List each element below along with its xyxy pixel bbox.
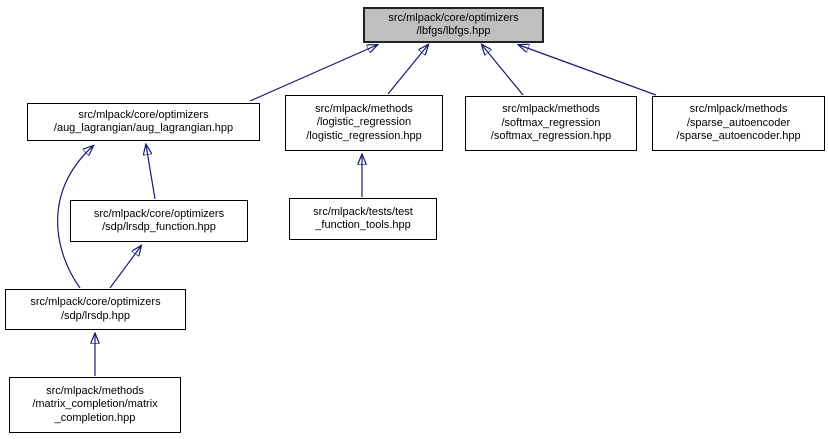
edge-lrsdp-function-to-aug <box>146 145 156 200</box>
edge-aug-lagrangian-to-lbfgs <box>249 45 377 102</box>
node-softmax-regression-hpp[interactable]: src/mlpack/methods /softmax_regression /… <box>465 96 637 151</box>
edge-logistic-to-lbfgs <box>387 45 428 95</box>
node-aug-lagrangian-hpp[interactable]: src/mlpack/core/optimizers /aug_lagrangi… <box>27 103 260 141</box>
node-lbfgs-hpp: src/mlpack/core/optimizers /lbfgs/lbfgs.… <box>363 7 544 43</box>
node-test-function-tools-hpp[interactable]: src/mlpack/tests/test _function_tools.hp… <box>289 198 437 240</box>
edge-sparse-to-lbfgs <box>519 45 657 96</box>
node-sparse-autoencoder-hpp[interactable]: src/mlpack/methods /sparse_autoencoder /… <box>652 96 825 151</box>
node-lrsdp-hpp[interactable]: src/mlpack/core/optimizers /sdp/lrsdp.hp… <box>5 289 186 330</box>
node-logistic-regression-hpp[interactable]: src/mlpack/methods /logistic_regression … <box>285 95 443 151</box>
node-matrix-completion-hpp[interactable]: src/mlpack/methods /matrix_completion/ma… <box>9 377 181 433</box>
edge-lrsdp-to-lrsdp-function <box>109 246 141 289</box>
node-lrsdp-function-hpp[interactable]: src/mlpack/core/optimizers /sdp/lrsdp_fu… <box>70 200 248 242</box>
edge-lrsdp-to-aug <box>57 146 93 289</box>
edge-softmax-to-lbfgs <box>482 45 524 96</box>
